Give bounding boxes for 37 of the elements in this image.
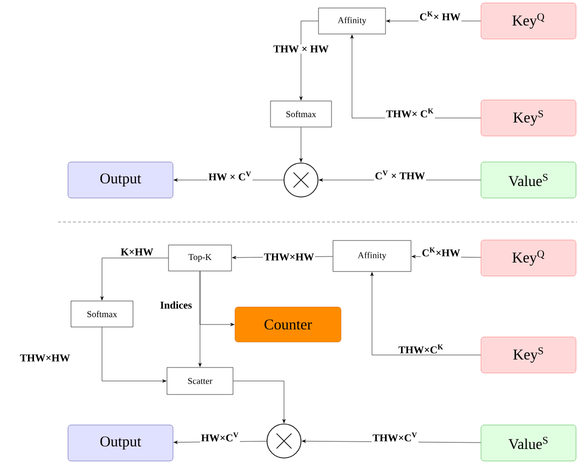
edge-label: C$^{V}$ × THW [374, 170, 426, 180]
edge-label: THW× C$^{K}$ [385, 108, 435, 118]
edge-label: K×HW [120, 248, 154, 256]
arrow [299, 127, 303, 162]
process-box: Top-K [168, 244, 232, 272]
arrow [299, 20, 318, 100]
arrow [198, 271, 202, 367]
edge-label: HW × C$^{V}$ [207, 170, 253, 182]
process-box: Affinity [318, 8, 386, 34]
edge-label: C$^{K}$× HW [418, 10, 462, 22]
edge-label: C$^{K}$×HW [420, 246, 462, 258]
process-box: Affinity [332, 240, 412, 272]
edge-label: THW×C$^{V}$ [372, 432, 418, 442]
output-box: Output [68, 424, 174, 462]
counter-box: Counter [234, 306, 342, 342]
input-box: Value$^{S}$ [480, 424, 576, 462]
edge-label: Indices [159, 300, 193, 310]
multiply-symbol [284, 162, 318, 198]
arrow [102, 327, 166, 383]
arrow [100, 258, 168, 300]
input-box: Key$^{S}$ [480, 336, 576, 374]
edge-label: THW×HW [18, 354, 72, 362]
edge-label: THW × HW [272, 44, 330, 54]
input-box: Value$^{S}$ [480, 162, 576, 198]
process-box: Softmax [270, 100, 332, 128]
multiply-symbol [266, 424, 302, 458]
input-box: Key$^{Q}$ [480, 240, 576, 276]
edge-label: THW×HW [262, 252, 316, 262]
input-box: Key$^{S}$ [480, 100, 576, 136]
edge-label: HW×C$^{V}$ [200, 432, 240, 442]
output-box: Output [68, 162, 174, 198]
process-box: Softmax [70, 300, 134, 328]
process-box: Scatter [166, 367, 234, 395]
arrow [370, 272, 481, 356]
arrow [233, 380, 286, 424]
edge-label: THW×C$^{K}$ [397, 344, 445, 354]
input-box: Key$^{Q}$ [480, 2, 576, 40]
